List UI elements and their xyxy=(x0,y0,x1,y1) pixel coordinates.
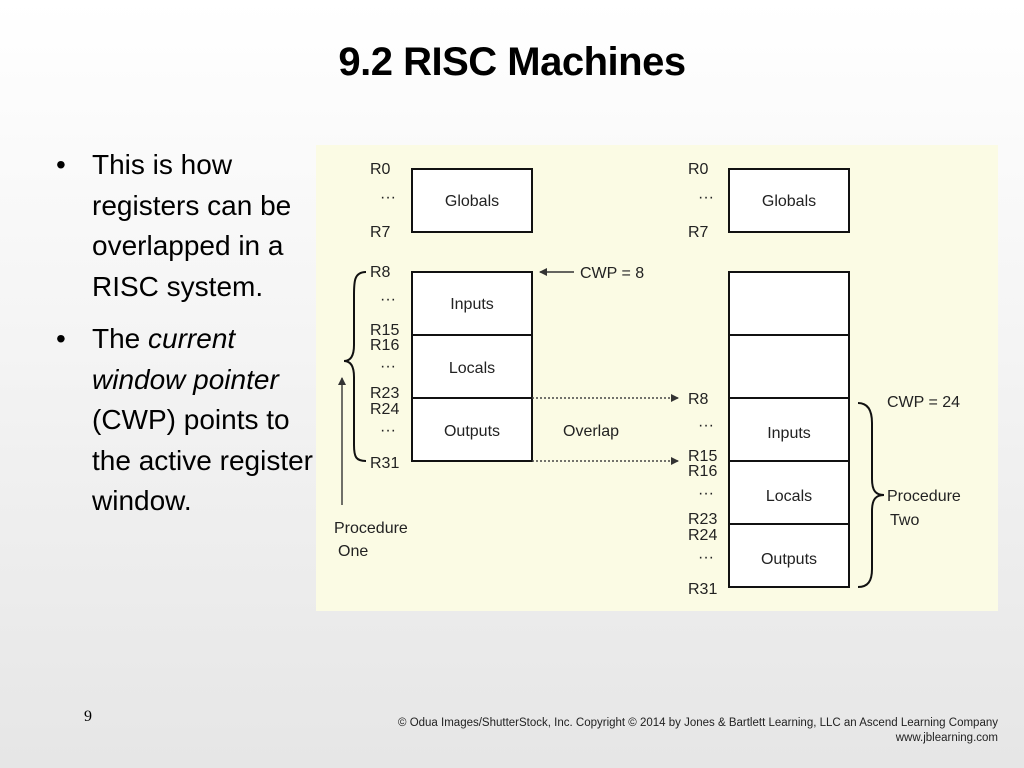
right-inputs-box xyxy=(728,397,850,462)
right-globals-label: Globals xyxy=(762,193,816,210)
left-reg-ellipsis: ··· xyxy=(380,358,396,375)
bullet-text: This is how registers can be overlapped … xyxy=(92,149,292,302)
left-reg-r7: R7 xyxy=(370,224,391,241)
right-reg-ellipsis: ··· xyxy=(698,189,714,206)
right-reg-r23: R23 xyxy=(688,511,717,528)
right-reg-r0: R0 xyxy=(688,161,709,178)
right-empty-box-2 xyxy=(728,334,850,399)
copyright-notice: © Odua Images/ShutterStock, Inc. Copyrig… xyxy=(398,716,998,746)
right-reg-ellipsis: ··· xyxy=(698,549,714,566)
left-window-brace xyxy=(343,271,367,462)
right-reg-ellipsis: ··· xyxy=(698,417,714,434)
cwp-8-label: CWP = 8 xyxy=(580,265,644,282)
bullet-item: • This is how registers can be overlappe… xyxy=(56,145,316,307)
right-outputs-box xyxy=(728,523,850,588)
right-locals-box xyxy=(728,460,850,525)
right-outputs-label: Outputs xyxy=(761,551,817,568)
left-reg-r31: R31 xyxy=(370,455,399,472)
left-reg-ellipsis: ··· xyxy=(380,291,396,308)
right-reg-r16: R16 xyxy=(688,463,717,480)
left-reg-ellipsis: ··· xyxy=(380,422,396,439)
right-locals-label: Locals xyxy=(766,488,812,505)
copyright-line: © Odua Images/ShutterStock, Inc. Copyrig… xyxy=(398,717,998,729)
right-empty-box-1 xyxy=(728,271,850,336)
copyright-url: www.jblearning.com xyxy=(895,732,998,744)
bullet-text-pre: The xyxy=(92,323,149,354)
right-reg-r7: R7 xyxy=(688,224,709,241)
register-window-svg: Globals R0 ··· R7 Inputs Locals Outputs … xyxy=(334,161,961,598)
left-locals-label: Locals xyxy=(449,360,495,377)
left-reg-r24: R24 xyxy=(370,401,399,418)
left-reg-r23: R23 xyxy=(370,385,399,402)
bullet-dot-icon: • xyxy=(56,323,66,354)
right-reg-ellipsis: ··· xyxy=(698,485,714,502)
left-outputs-label: Outputs xyxy=(444,423,500,440)
slide-title: 9.2 RISC Machines xyxy=(338,40,686,84)
left-reg-ellipsis: ··· xyxy=(380,189,396,206)
procedure-two-label-line2: Two xyxy=(890,512,919,529)
right-window-brace xyxy=(857,402,885,588)
left-outputs-box xyxy=(411,397,533,462)
bullet-list: • This is how registers can be overlappe… xyxy=(56,145,316,534)
bullet-dot-icon: • xyxy=(56,149,66,180)
bullet-text-post: (CWP) points to the active register wind… xyxy=(92,404,313,516)
left-reg-r0: R0 xyxy=(370,161,391,178)
left-inputs-label: Inputs xyxy=(450,296,494,313)
left-reg-r8: R8 xyxy=(370,264,391,281)
right-reg-r24: R24 xyxy=(688,527,717,544)
left-globals-label: Globals xyxy=(445,193,499,210)
left-reg-r15: R15 xyxy=(370,322,399,339)
page-number: 9 xyxy=(84,708,92,725)
register-window-diagram: Globals R0 ··· R7 Inputs Locals Outputs … xyxy=(316,145,998,611)
right-reg-r31: R31 xyxy=(688,581,717,598)
right-reg-r15: R15 xyxy=(688,448,717,465)
left-globals-box xyxy=(411,168,533,233)
procedure-one-label-line1: Procedure xyxy=(334,520,408,537)
left-locals-box xyxy=(411,334,533,399)
procedure-one-label-line2: One xyxy=(338,543,368,560)
procedure-two-label-line1: Procedure xyxy=(887,488,961,505)
overlap-label: Overlap xyxy=(563,423,619,440)
right-inputs-label: Inputs xyxy=(767,425,811,442)
right-reg-r8: R8 xyxy=(688,391,709,408)
right-globals-box xyxy=(728,168,850,233)
bullet-text-italic: current window pointer xyxy=(92,323,279,395)
left-inputs-box xyxy=(411,271,533,336)
cwp-24-label: CWP = 24 xyxy=(887,394,960,411)
bullet-item: • The current window pointer (CWP) point… xyxy=(56,319,316,522)
left-reg-r16: R16 xyxy=(370,337,399,354)
